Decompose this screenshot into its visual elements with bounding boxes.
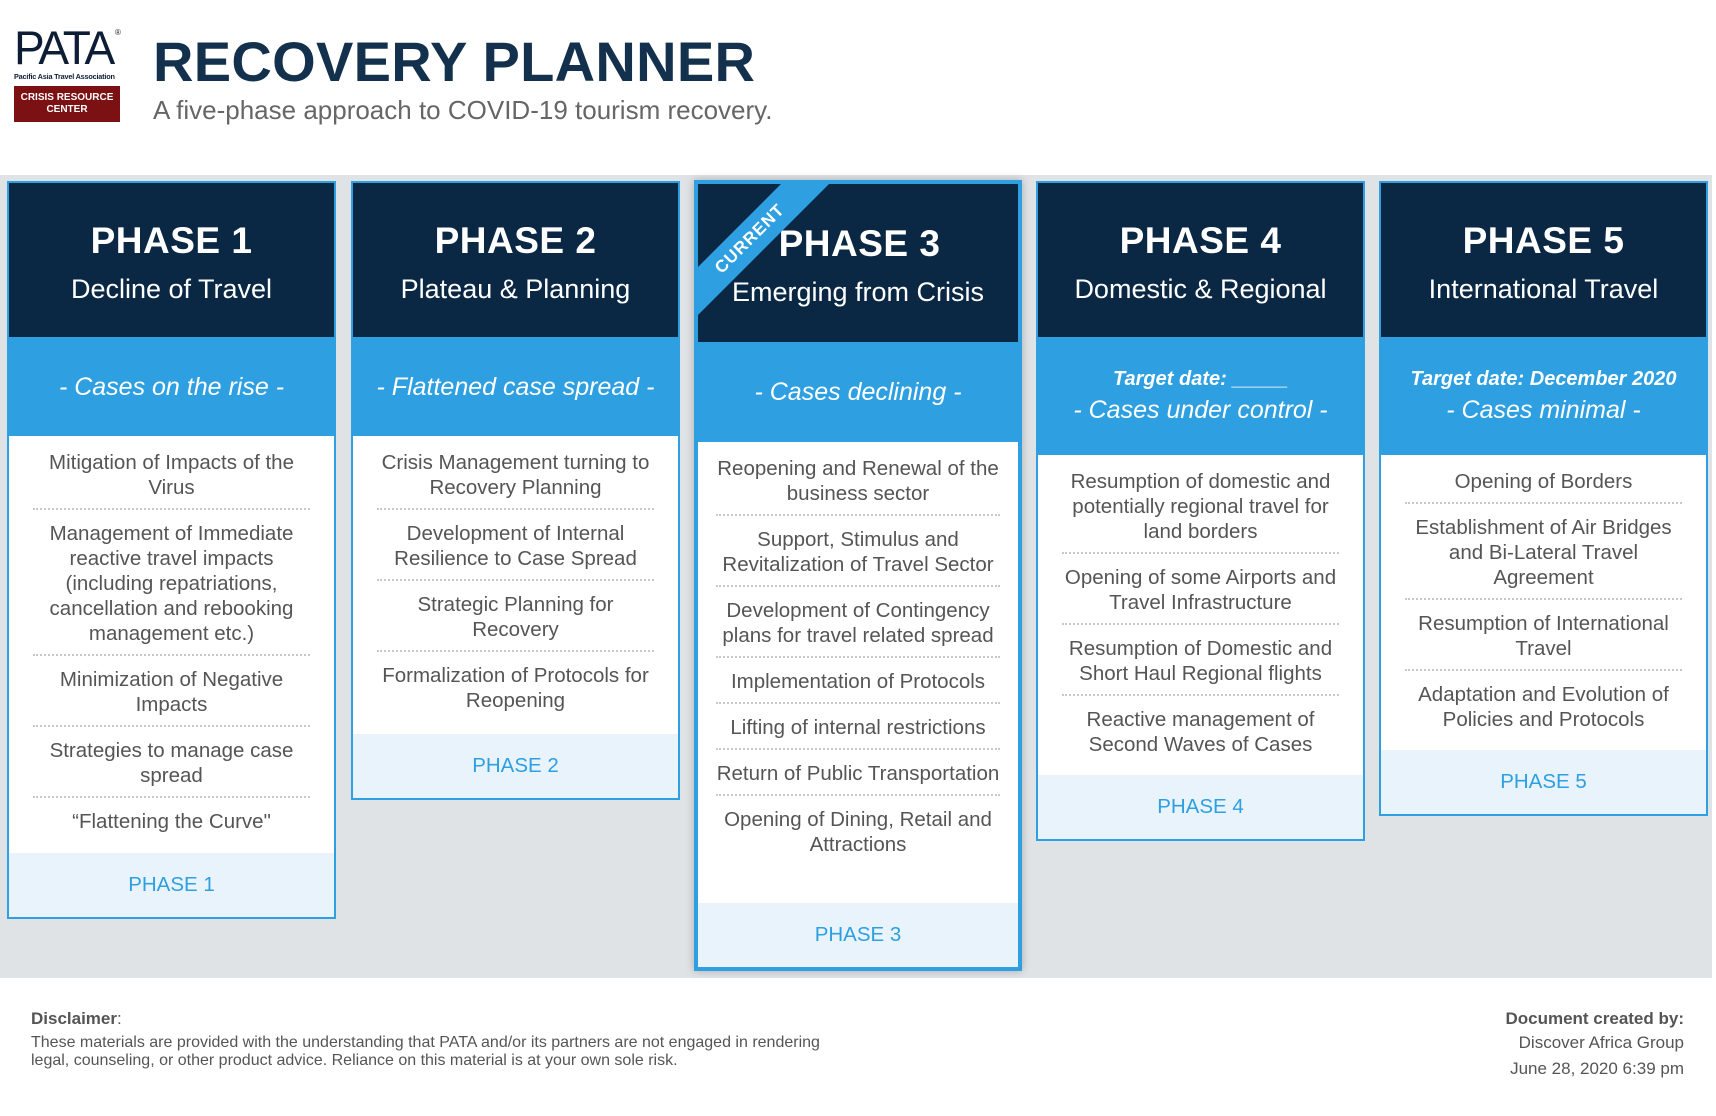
- phase-card-1[interactable]: PHASE 1 Decline of Travel - Cases on the…: [7, 181, 336, 919]
- phase-card-5[interactable]: PHASE 5 International Travel Target date…: [1379, 181, 1708, 816]
- phase-number: PHASE 5: [1462, 220, 1625, 261]
- list-item: “Flattening the Curve": [72, 810, 271, 833]
- disclaimer-colon: :: [117, 1009, 122, 1028]
- disclaimer: Disclaimer: These materials are provided…: [31, 1008, 851, 1070]
- badge-line-1: CRISIS RESOURCE: [20, 92, 114, 103]
- phase-header: PHASE 1 Decline of Travel: [9, 183, 334, 337]
- created-date: June 28, 2020 6:39 pm: [1510, 1059, 1684, 1078]
- disclaimer-title: Disclaimer:: [31, 1008, 851, 1030]
- list-item: Support, Stimulus and Revitalization of …: [716, 527, 1000, 587]
- phase-items: Reopening and Renewal of the business se…: [698, 442, 1018, 871]
- phase-header: PHASE 3 Emerging from Crisis: [698, 184, 1018, 342]
- status-text: - Cases minimal -: [1446, 396, 1641, 424]
- list-item: Reactive management of Second Waves of C…: [1086, 708, 1315, 756]
- badge-line-2: CENTER: [46, 104, 88, 115]
- list-item: Mitigation of Impacts of the Virus: [33, 450, 310, 510]
- phase-card-4[interactable]: PHASE 4 Domestic & Regional Target date:…: [1036, 181, 1365, 841]
- phase-status: - Flattened case spread -: [353, 337, 678, 436]
- phase-status: Target date: _____ - Cases under control…: [1038, 337, 1363, 455]
- list-item: Opening of Borders: [1405, 469, 1682, 504]
- list-item: Minimization of Negative Impacts: [33, 667, 310, 727]
- phase-card-3[interactable]: PHASE 3 Emerging from Crisis CURRENT - C…: [694, 180, 1022, 971]
- phase-footer-link[interactable]: PHASE 2: [353, 734, 678, 798]
- list-item: Establishment of Air Bridges and Bi-Late…: [1405, 515, 1682, 600]
- phase-number: PHASE 3: [778, 223, 941, 264]
- list-item: Lifting of internal restrictions: [716, 715, 1000, 750]
- crisis-resource-center-badge: CRISIS RESOURCE CENTER: [14, 86, 120, 122]
- page-title: RECOVERY PLANNER: [153, 30, 756, 93]
- phase-header: PHASE 5 International Travel: [1381, 183, 1706, 337]
- phase-status: Target date: December 2020 - Cases minim…: [1381, 337, 1706, 455]
- phase-name: Decline of Travel: [70, 274, 273, 304]
- created-by-label: Document created by:: [1505, 1009, 1684, 1028]
- page-subtitle: A five-phase approach to COVID-19 touris…: [153, 95, 773, 125]
- phase-items: Resumption of domestic and potentially r…: [1038, 455, 1363, 771]
- logo-tagline: Pacific Asia Travel Association: [14, 72, 115, 81]
- phase-name: Domestic & Regional: [1074, 274, 1327, 304]
- list-item: Implementation of Protocols: [716, 669, 1000, 704]
- phase-header: PHASE 2 Plateau & Planning: [353, 183, 678, 337]
- list-item: Resumption of domestic and potentially r…: [1062, 469, 1339, 554]
- disclaimer-label: Disclaimer: [31, 1009, 117, 1028]
- list-item: Development of Internal Resilience to Ca…: [377, 521, 654, 581]
- phase-header: PHASE 4 Domestic & Regional: [1038, 183, 1363, 337]
- phase-status: - Cases on the rise -: [9, 337, 334, 436]
- phase-number: PHASE 4: [1119, 220, 1282, 261]
- phase-card-2[interactable]: PHASE 2 Plateau & Planning - Flattened c…: [351, 181, 680, 800]
- target-date: Target date: _____: [1113, 368, 1288, 390]
- status-text: - Cases declining -: [754, 378, 962, 406]
- pata-logo[interactable]: PATA ® Pacific Asia Travel Association C…: [14, 21, 121, 122]
- list-item: Strategic Planning for Recovery: [377, 592, 654, 652]
- registered-mark: ®: [115, 28, 121, 37]
- phase-items: Opening of Borders Establishment of Air …: [1381, 455, 1706, 746]
- phase-name: Emerging from Crisis: [731, 277, 985, 307]
- disclaimer-text: These materials are provided with the un…: [31, 1034, 820, 1069]
- list-item: Opening of Dining, Retail and Attraction…: [724, 808, 992, 856]
- status-text: - Cases under control -: [1073, 396, 1328, 424]
- list-item: Return of Public Transportation: [716, 761, 1000, 796]
- phase-footer-link[interactable]: PHASE 5: [1381, 750, 1706, 814]
- list-item: Management of Immediate reactive travel …: [33, 521, 310, 656]
- list-item: Development of Contingency plans for tra…: [716, 598, 1000, 658]
- phase-footer-link[interactable]: PHASE 1: [9, 853, 334, 917]
- phase-number: PHASE 1: [90, 220, 253, 261]
- logo-wordmark: PATA: [14, 21, 115, 74]
- phase-name: International Travel: [1428, 274, 1659, 304]
- list-item: Strategies to manage case spread: [33, 738, 310, 798]
- list-item: Formalization of Protocols for Reopening: [382, 664, 649, 712]
- list-item: Reopening and Renewal of the business se…: [716, 456, 1000, 516]
- status-text: - Flattened case spread -: [376, 372, 655, 401]
- list-item: Crisis Management turning to Recovery Pl…: [377, 450, 654, 510]
- phase-items: Mitigation of Impacts of the Virus Manag…: [9, 436, 334, 848]
- target-date: Target date: December 2020: [1410, 368, 1677, 390]
- header: PATA ® Pacific Asia Travel Association C…: [0, 0, 1716, 175]
- list-item: Adaptation and Evolution of Policies and…: [1418, 683, 1669, 731]
- status-text: - Cases on the rise -: [58, 372, 285, 401]
- phase-number: PHASE 2: [434, 220, 597, 261]
- phase-footer-link[interactable]: PHASE 4: [1038, 775, 1363, 839]
- list-item: Resumption of International Travel: [1405, 611, 1682, 671]
- phase-footer-link[interactable]: PHASE 3: [698, 903, 1018, 967]
- created-by-name: Discover Africa Group: [1518, 1033, 1684, 1052]
- phase-items: Crisis Management turning to Recovery Pl…: [353, 436, 678, 727]
- list-item: Opening of some Airports and Travel Infr…: [1062, 565, 1339, 625]
- list-item: Resumption of Domestic and Short Haul Re…: [1062, 636, 1339, 696]
- phase-name: Plateau & Planning: [400, 274, 631, 304]
- phase-status: - Cases declining -: [698, 342, 1018, 442]
- document-credit: Document created by: Discover Africa Gro…: [1505, 1008, 1684, 1082]
